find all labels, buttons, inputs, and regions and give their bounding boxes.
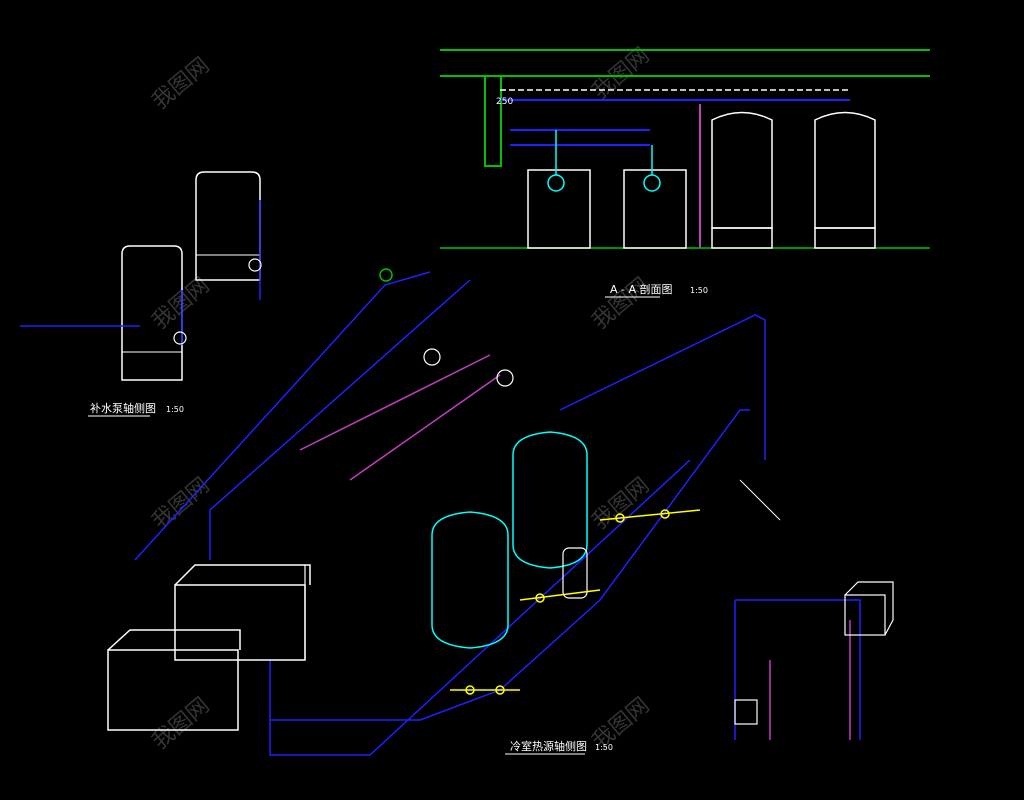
section-aa-title: A - A 剖面图	[610, 282, 673, 296]
section-aa-view: 250 A - A 剖面图 1:50	[440, 49, 930, 298]
detail-pipe-blue-1	[735, 599, 861, 740]
detail-box	[844, 594, 886, 636]
pump-2	[643, 174, 661, 192]
makeup-title: 补水泵轴侧图	[90, 401, 156, 415]
vessel-1-base	[711, 227, 773, 249]
detail-unit	[734, 699, 758, 725]
pipe-magenta-diagonal-1	[299, 354, 491, 451]
main-title: 冷室热源轴侧图	[510, 739, 587, 753]
makeup-pump-icon	[173, 331, 187, 345]
main-leader-line	[739, 479, 781, 521]
riser-green	[484, 75, 502, 167]
tank-2	[623, 169, 687, 249]
watermark: 我图网	[148, 53, 215, 115]
expansion-vessel-1	[431, 511, 509, 649]
watermark: 我图网	[588, 473, 655, 535]
section-aa-scale: 1:50	[690, 286, 708, 295]
pipe-blue-lower	[270, 409, 750, 721]
valve-cluster	[450, 509, 701, 695]
makeup-pump-icon	[248, 258, 262, 272]
watermark: 我图网	[148, 693, 215, 755]
pump-1	[547, 174, 565, 192]
watermark: 我图网	[148, 473, 215, 535]
water-tank-2-top	[174, 564, 311, 586]
section-marker-icon	[423, 348, 441, 366]
vessel-2	[814, 111, 876, 229]
watermark: 我图网	[148, 273, 215, 335]
detail-box-top	[844, 581, 894, 636]
pipe-blue-diagonal-2	[209, 279, 471, 560]
pipe-blue-diagonal-1	[134, 271, 431, 561]
small-vessel	[562, 547, 588, 599]
gauge-icon	[379, 268, 393, 282]
expansion-vessel-2	[512, 431, 588, 569]
pipe-blue-upper	[559, 314, 766, 460]
vessel-2-base	[814, 227, 876, 249]
main-axonometric-view: 冷室热源轴侧图 1:50	[107, 268, 781, 756]
makeup-tank-front	[121, 245, 183, 381]
pipe-magenta-diagonal-2	[349, 374, 501, 481]
makeup-scale: 1:50	[166, 405, 184, 414]
section-marker-icon	[496, 369, 514, 387]
main-scale: 1:50	[595, 743, 613, 752]
dim-label: 250	[496, 97, 513, 107]
makeup-tank-back	[195, 171, 261, 281]
detail-axonometric-view	[734, 581, 894, 740]
water-tank-1	[107, 649, 239, 731]
pipe-blue-return	[269, 459, 691, 756]
tank-1	[527, 169, 591, 249]
water-tank-1-top	[107, 629, 241, 651]
watermark: 我图网	[588, 43, 655, 105]
makeup-pump-view: 补水泵轴侧图 1:50	[20, 171, 262, 417]
vessel-1	[711, 111, 773, 229]
